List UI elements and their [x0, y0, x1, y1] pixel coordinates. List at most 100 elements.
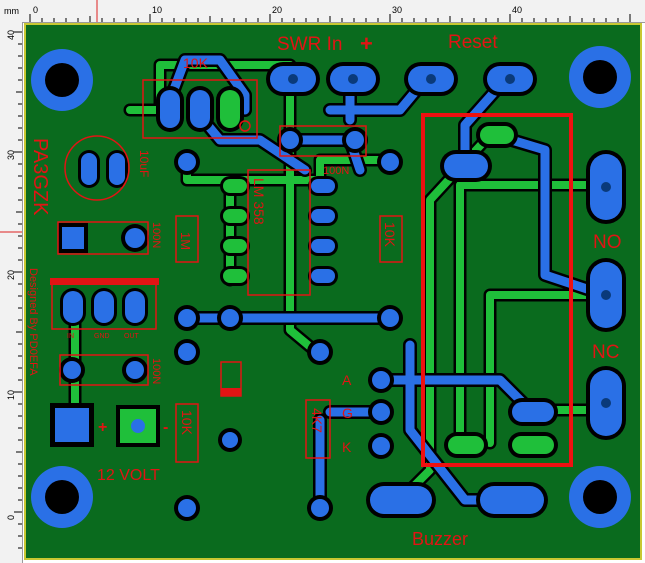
ruler-label-v20: 20: [6, 270, 16, 280]
pad-reg-out: [122, 288, 148, 326]
ic-outline: [247, 169, 311, 296]
pad-relay-3: [508, 398, 558, 426]
c100n-top-outline: [279, 125, 367, 157]
ruler-unit: mm: [0, 0, 22, 22]
pad-c100n-bottom-2: [122, 357, 148, 383]
pad-pot-3: [216, 86, 244, 132]
vertical-ruler: [0, 22, 23, 563]
top-ruler-labels: 0 10 20 30 40: [33, 5, 522, 15]
c100n-bottom-outline: [59, 354, 149, 386]
pad-r10k-bottom-bottom: [174, 495, 200, 521]
mounting-holes: [31, 46, 631, 528]
pad-r4k7-bottom: [307, 495, 333, 521]
label-100n-left: 100N: [150, 222, 162, 248]
pad-c10uf-1: [78, 150, 100, 188]
pad-buzzer-1: [366, 482, 436, 518]
label-100n-bottom: 100N: [150, 358, 162, 384]
horizontal-ruler: [0, 0, 645, 23]
ruler-label-0: 0: [33, 5, 38, 15]
left-ruler-labels: 40 30 20 10 0: [6, 30, 16, 520]
r4k7-outline: [305, 399, 331, 459]
label-nc: NC: [592, 342, 619, 363]
pad-relay-4: [444, 432, 488, 458]
pad-pot-1: [156, 86, 184, 132]
pad-led-g: [368, 399, 394, 425]
ruler-label-20: 20: [272, 5, 282, 15]
pad-relay-2: [476, 122, 518, 148]
ic-pads-left: [220, 176, 250, 286]
r10k-mid-outline: [379, 215, 403, 263]
label-g: G: [342, 405, 353, 421]
left-ruler-ticks: [14, 31, 22, 549]
pad-reset-2: [483, 62, 537, 96]
label-12-volt: 12 VOLT: [97, 467, 160, 484]
r1m-outline: [175, 215, 199, 263]
pot-outline: [142, 79, 258, 139]
pad-relay-1: [440, 150, 492, 182]
silkscreen-text: SWR In + Reset 10K 100N PA3GZK 10uF LM 3…: [27, 31, 622, 549]
label-designer: Designed By PD0EFA: [27, 268, 39, 376]
pad-supply-minus: [50, 403, 94, 447]
pad-reg-in: [60, 288, 86, 326]
r10k-bottom-outline: [175, 403, 199, 463]
pad-no: [586, 150, 626, 224]
label-1m: 1M: [178, 232, 193, 250]
top-ruler-ticks: [29, 14, 631, 22]
ic-pads-right: [308, 176, 338, 286]
label-10uf: 10uF: [137, 150, 151, 177]
label-no: NO: [593, 232, 622, 253]
pad-led-a: [368, 367, 394, 393]
pad-com: [586, 258, 626, 332]
pad-r10k-bottom-top: [174, 339, 200, 365]
label-swr-in: SWR In: [277, 34, 342, 55]
pad-diode-top: [217, 305, 243, 331]
mounting-hole-bottom-left: [31, 466, 93, 528]
label-supply-plus: -: [163, 419, 168, 436]
label-supply-minus: +: [98, 419, 107, 436]
pad-nc: [586, 366, 626, 440]
mounting-hole-bottom-right: [569, 466, 631, 528]
pad-supply-plus: [116, 405, 160, 447]
pad-reg-gnd: [91, 288, 117, 326]
pad-c100n-left-2: [121, 224, 149, 252]
label-reg-out: OUT: [124, 333, 140, 340]
pad-diode-bottom: [218, 428, 242, 452]
relay-highlight-box[interactable]: [421, 113, 573, 467]
c10uf-outline: [64, 135, 130, 201]
mounting-hole-top-right: [569, 46, 631, 108]
ruler-label-30: 30: [392, 5, 402, 15]
label-swr-plus: +: [360, 31, 373, 56]
pad-pot-2: [186, 86, 214, 132]
pad-c100n-top-2: [342, 127, 368, 153]
pad-r1m-top: [174, 149, 200, 175]
mounting-hole-top-left: [31, 49, 93, 111]
pad-r10k-top: [377, 149, 403, 175]
pad-r1m-bottom: [174, 305, 200, 331]
pad-c100n-bottom-1: [59, 357, 85, 383]
pad-relay-5: [508, 432, 558, 458]
label-4k7: 4K7: [309, 408, 325, 433]
label-reg-gnd: GND: [94, 333, 110, 340]
pads: [50, 62, 626, 521]
ruler-label-10: 10: [152, 5, 162, 15]
label-reg-in: IN: [67, 333, 74, 340]
pad-swr-in-2: [326, 62, 380, 96]
label-a: A: [342, 372, 352, 388]
pad-led-k: [368, 433, 394, 459]
ruler-label-v30: 30: [6, 150, 16, 160]
pad-buzzer-2: [476, 482, 548, 518]
label-10k-bottom: 10K: [179, 410, 195, 436]
pad-swr-in-1: [266, 62, 320, 96]
c100n-left-outline: [57, 221, 149, 255]
label-pot-10k: 10K: [183, 55, 209, 71]
ruler-label-v40: 40: [6, 30, 16, 40]
ruler-label-v0: 0: [6, 515, 16, 520]
pad-reset-1: [404, 62, 458, 96]
diode-band: [221, 388, 241, 396]
pad-r10k-mid: [377, 305, 403, 331]
ruler-label-v10: 10: [6, 390, 16, 400]
label-k: K: [342, 439, 352, 455]
label-100n-top: 100N: [323, 165, 349, 177]
pad-r4k7-top: [307, 339, 333, 365]
